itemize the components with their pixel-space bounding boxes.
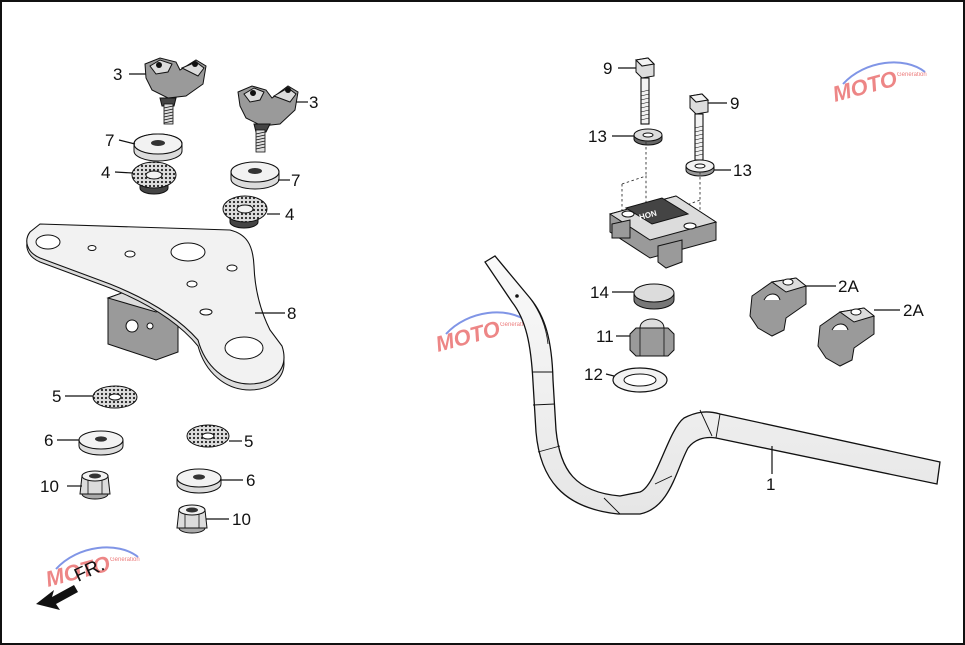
callout-leader-lines <box>57 67 900 520</box>
callout-13-left: 13 <box>588 127 607 146</box>
washer-part-12 <box>612 367 668 393</box>
callout-6-right: 6 <box>246 471 255 490</box>
callout-10-right: 10 <box>232 510 251 529</box>
callout-2a-right: 2A <box>903 301 924 320</box>
rubber-washer-part-5a <box>92 385 138 409</box>
watermark-logo-center: MOTO Génération <box>433 311 530 357</box>
callout-1: 1 <box>766 475 775 494</box>
handlebar-clamp-lower-part-2a-right <box>817 307 876 367</box>
bolt-part-9b <box>688 93 710 161</box>
svg-text:MOTO: MOTO <box>830 66 900 107</box>
handlebar-clamp-lower-part-2a-left <box>749 277 808 337</box>
callout-3-right: 3 <box>309 93 318 112</box>
callout-10-left: 10 <box>40 477 59 496</box>
handlebar-part-1 <box>484 255 941 515</box>
handlebar-clamp-upper: HON <box>608 195 718 269</box>
washer-part-7b <box>230 161 280 190</box>
callout-9-left: 9 <box>603 59 612 78</box>
callout-13-right: 13 <box>733 161 752 180</box>
top-bridge-part-8 <box>26 223 285 391</box>
callout-4-left: 4 <box>101 163 110 182</box>
washer-part-7a <box>133 133 183 162</box>
svg-text:MOTO: MOTO <box>433 316 503 357</box>
washer-part-6a <box>78 430 124 456</box>
callout-6-left: 6 <box>44 431 53 450</box>
callout-9-right: 9 <box>730 94 739 113</box>
washer-part-13a <box>633 128 663 146</box>
callout-14: 14 <box>590 283 609 302</box>
rubber-bushing-part-4a <box>131 161 177 195</box>
svg-text:Génération: Génération <box>110 557 140 563</box>
bolt-part-9a <box>634 57 656 125</box>
callout-2a-left: 2A <box>838 277 859 296</box>
front-direction-arrow-icon <box>36 585 78 610</box>
rubber-washer-part-5b <box>186 424 230 448</box>
watermark-logo-top-right: MOTO Génération <box>830 61 927 107</box>
flange-nut-part-10a <box>79 470 111 500</box>
callout-3-left: 3 <box>113 65 122 84</box>
riser-bolt-part-3a <box>144 57 207 125</box>
callout-12: 12 <box>584 365 603 384</box>
rubber-cap-part-14 <box>633 283 675 310</box>
callout-5-left: 5 <box>52 387 61 406</box>
washer-part-6b <box>176 468 222 494</box>
rubber-bushing-part-4b <box>222 195 268 229</box>
cap-nut-part-11 <box>629 318 675 357</box>
callout-8: 8 <box>287 304 296 323</box>
riser-bolt-part-3b <box>237 85 299 153</box>
svg-text:Génération: Génération <box>500 322 530 328</box>
washer-part-13b <box>685 159 715 177</box>
callout-7-left: 7 <box>105 131 114 150</box>
flange-nut-part-10b <box>176 504 208 534</box>
callout-11: 11 <box>596 327 614 346</box>
callout-4-right: 4 <box>285 205 294 224</box>
svg-text:Génération: Génération <box>897 72 927 78</box>
callout-labels: 3 3 7 7 4 4 8 5 5 6 6 10 10 9 9 13 13 14… <box>40 59 924 529</box>
callout-5-right: 5 <box>244 432 253 451</box>
callout-7-right: 7 <box>291 171 300 190</box>
bolt-thread <box>163 103 174 125</box>
